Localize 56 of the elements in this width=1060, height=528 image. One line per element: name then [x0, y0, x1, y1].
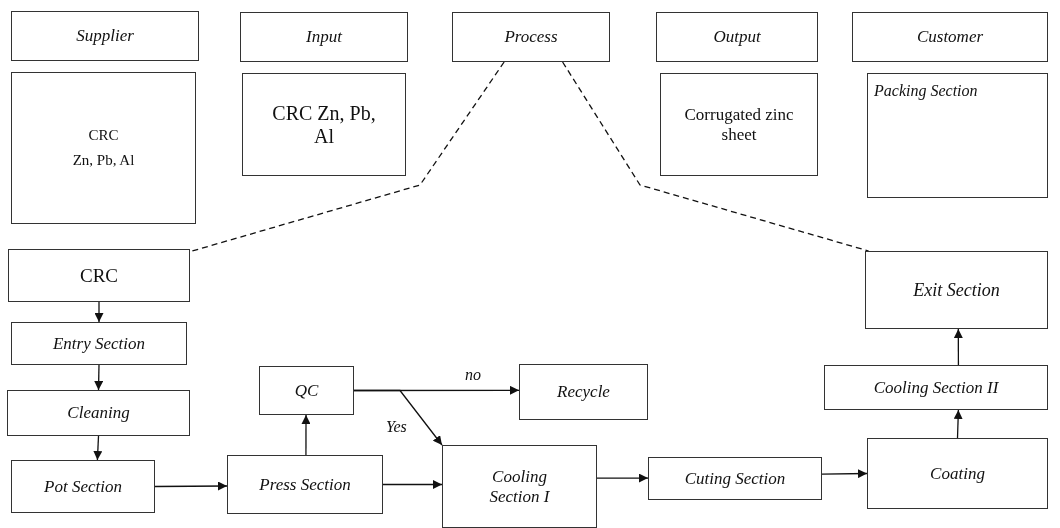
node-text: Supplier — [76, 26, 134, 46]
node-text: Cooling Section II — [873, 377, 999, 398]
process-box — [11, 460, 155, 513]
header-box — [452, 12, 610, 62]
content-box — [867, 73, 1048, 198]
content-box — [660, 73, 818, 176]
node-text: QC — [294, 380, 319, 401]
arrow — [382, 480, 443, 489]
node-text: CRC — [88, 126, 119, 144]
node-text: Packing Section — [874, 82, 978, 101]
dashed-line — [561, 61, 870, 252]
node-text: Input — [306, 27, 342, 47]
node-text: Corrugated zinc sheet — [683, 104, 795, 145]
arrow — [94, 301, 104, 323]
node-text: Customer — [916, 27, 984, 47]
process-box — [824, 365, 1048, 410]
header-box — [852, 12, 1048, 62]
process-box — [7, 390, 190, 436]
node-text: Exit Section — [913, 279, 1000, 301]
process-box — [8, 249, 190, 302]
node-text: Pot Section — [44, 476, 122, 497]
arrow — [94, 364, 104, 391]
content-box — [242, 73, 406, 176]
node-text: Output — [713, 27, 761, 47]
process-box — [867, 438, 1048, 509]
arrow — [93, 435, 103, 461]
node-text: Entry Section — [52, 333, 146, 354]
node-text: Cuting Section — [684, 468, 786, 489]
node-text: Press Section — [259, 474, 351, 495]
process-box — [648, 457, 822, 500]
header-box — [240, 12, 408, 62]
header-box — [656, 12, 818, 62]
header-box — [11, 11, 199, 61]
node-text: Coating — [930, 463, 985, 484]
arrow — [953, 409, 963, 439]
process-box — [865, 251, 1048, 329]
arrow — [301, 414, 311, 456]
node-text: Cooling Section I — [488, 466, 551, 507]
process-box — [227, 455, 383, 514]
dashed-line — [189, 61, 505, 253]
node-text: Process — [504, 27, 558, 47]
process-box — [11, 322, 187, 365]
node-text: Recycle — [557, 382, 610, 402]
node-text: CRC Zn, Pb, Al — [271, 101, 377, 148]
content-box — [11, 72, 196, 224]
arrow — [596, 473, 649, 483]
node-text: Cleaning — [67, 403, 130, 423]
arrow — [821, 469, 868, 479]
node-text: CRC — [80, 264, 118, 287]
process-box — [519, 364, 648, 420]
arrow — [154, 481, 228, 491]
arrow — [353, 389, 443, 446]
process-box — [259, 366, 354, 415]
node-text: Zn, Pb, Al — [72, 152, 135, 170]
arrow — [953, 328, 963, 366]
process-box — [442, 445, 597, 528]
